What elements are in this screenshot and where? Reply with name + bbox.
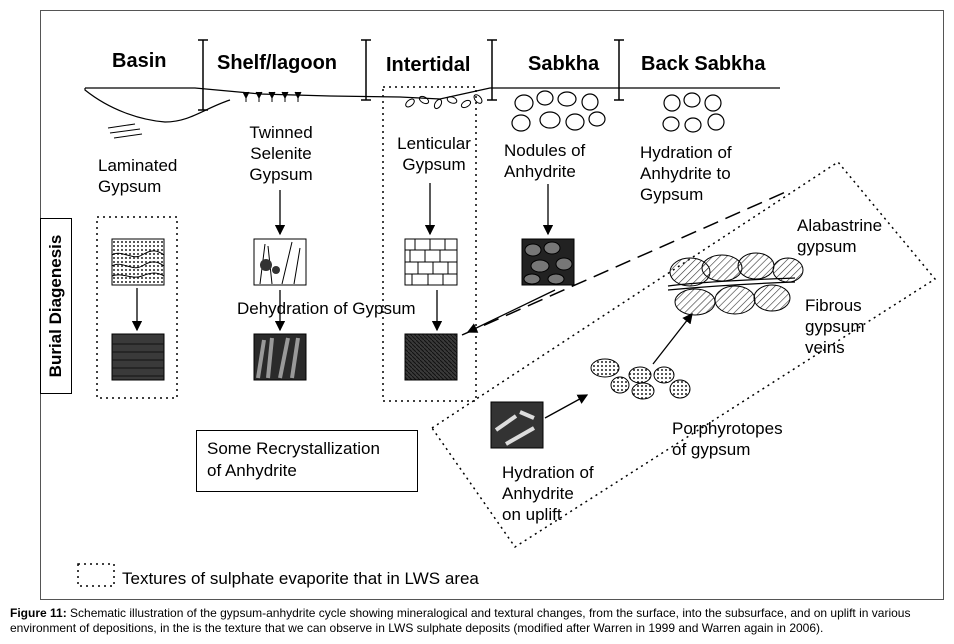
- label-alabastrine-gypsum: Alabastrine gypsum: [797, 216, 883, 256]
- legend-text: Textures of sulphate evaporite that in L…: [122, 569, 479, 588]
- label-lenticular-gypsum: Lenticular Gypsum: [397, 134, 471, 174]
- porphyrotope-nodules-icon: [590, 358, 691, 400]
- environment-dividers: [198, 39, 624, 111]
- figure-caption: Figure 11: Schematic illustration of the…: [10, 606, 950, 636]
- label-porphyrotopes: Porphyrotopes of gypsum: [672, 419, 783, 459]
- env-shelf-lagoon: Shelf/lagoon: [217, 52, 337, 74]
- label-fibrous-veins: Fibrous gypsum veins: [805, 296, 865, 357]
- lenticular-crystals-icon: [405, 94, 483, 110]
- env-sabkha: Sabkha: [528, 53, 600, 75]
- laminated-dotted-box: [96, 216, 178, 399]
- env-basin: Basin: [112, 50, 167, 72]
- alabastrine-texture-icon: [667, 252, 804, 316]
- texture-selenite-bottom: [253, 333, 307, 381]
- burial-diagenesis-text: Burial Diagenesis: [46, 234, 65, 378]
- texture-uplift-hydration: [490, 401, 544, 449]
- label-dehydration: Dehydration of Gypsum: [237, 299, 416, 318]
- label-hydration-back-sabkha: Hydration of Anhydrite to Gypsum: [640, 143, 732, 204]
- texture-selenite-top: [253, 238, 307, 286]
- label-nodules-anhydrite: Nodules of Anhydrite: [504, 141, 586, 181]
- env-back-sabkha: Back Sabkha: [641, 53, 766, 75]
- texture-lenticular-bottom: [404, 333, 458, 381]
- label-laminated-gypsum: Laminated Gypsum: [98, 156, 178, 196]
- surface-profile: [85, 87, 780, 100]
- label-hydration-uplift: Hydration of Anhydrite on uplift: [502, 463, 594, 524]
- legend-dotted-box-icon: [77, 563, 115, 587]
- sabkha-nodules-icon: [511, 90, 606, 132]
- burial-diagenesis-label: Burial Diagenesis: [40, 218, 72, 394]
- env-intertidal: Intertidal: [386, 54, 471, 76]
- selenite-crystals-icon: [242, 91, 302, 102]
- burial-dashed-line: [461, 189, 791, 336]
- recrystallization-text: Some Recrystallization of Anhydrite: [207, 439, 380, 480]
- texture-nodules-top: [521, 238, 575, 286]
- back-sabkha-nodules-icon: [662, 92, 725, 133]
- caption-text: Schematic illustration of the gypsum-anh…: [10, 606, 911, 635]
- basin-slope: [84, 88, 231, 123]
- caption-label: Figure 11:: [10, 606, 67, 620]
- texture-laminated-bottom: [111, 333, 165, 381]
- uplift-dotted-box: [430, 161, 937, 549]
- process-arrows: [131, 183, 693, 419]
- basin-laminae-icon: [107, 123, 143, 139]
- label-twinned-selenite: Twinned Selenite Gypsum: [249, 123, 313, 184]
- texture-lenticular-top: [404, 238, 458, 286]
- texture-laminated-top: [111, 238, 165, 286]
- recrystallization-box: Some Recrystallization of Anhydrite: [196, 430, 418, 492]
